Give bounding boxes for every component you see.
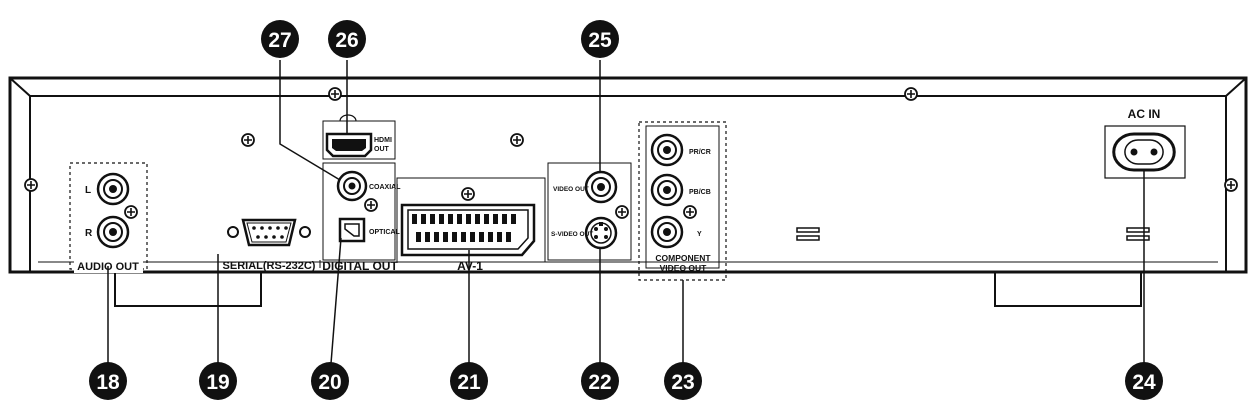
- callout-24: 24: [1125, 362, 1163, 400]
- pr-cr-label: PR/CR: [689, 149, 711, 156]
- s-video-out-label: S-VIDEO OUT: [551, 231, 593, 238]
- audio-out-group: [69, 162, 148, 270]
- hdmi-label: HDMI: [374, 137, 392, 144]
- av1-scart-connector: [400, 203, 536, 257]
- callout-21: 21: [450, 362, 488, 400]
- svg-text:25: 25: [588, 29, 612, 52]
- av1-label: AV-1: [457, 259, 483, 273]
- audio-l-label: L: [85, 185, 91, 196]
- svg-text:19: 19: [206, 371, 229, 394]
- hdmi-port: [325, 132, 373, 158]
- audio-r-jack: [96, 215, 130, 249]
- svg-text:21: 21: [457, 371, 481, 394]
- video-out-label: VIDEO OUT: [553, 186, 589, 193]
- optical-jack: [338, 217, 366, 243]
- coaxial-jack: [336, 170, 368, 202]
- ac-in-label: AC IN: [1128, 107, 1161, 121]
- svg-text:20: 20: [318, 371, 341, 394]
- component-y-jack: [650, 215, 684, 249]
- svg-text:27: 27: [268, 29, 291, 52]
- component-video-out-label: VIDEO OUT: [660, 263, 708, 273]
- optical-label: OPTICAL: [369, 229, 400, 236]
- coaxial-label: COAXIAL: [369, 184, 401, 191]
- chassis-outline: [8, 76, 1248, 274]
- y-label: Y: [697, 231, 702, 238]
- right-foot: [994, 269, 1142, 307]
- pb-cb-label: PB/CB: [689, 189, 711, 196]
- component-pr-jack: [650, 133, 684, 167]
- serial-port: [227, 218, 311, 247]
- svg-text:18: 18: [96, 371, 120, 394]
- left-foot: [114, 269, 262, 307]
- callout-25: 25: [581, 20, 619, 58]
- svg-text:24: 24: [1132, 371, 1156, 394]
- hdmi-out-label: OUT: [374, 146, 390, 153]
- audio-l-jack: [96, 172, 130, 206]
- video-out-jack: [584, 170, 618, 204]
- callout-23: 23: [664, 362, 702, 400]
- audio-r-label: R: [85, 228, 93, 239]
- component-label: COMPONENT: [655, 253, 711, 263]
- callout-26: 26: [328, 20, 366, 58]
- digital-out-label: DIGITAL OUT: [322, 259, 398, 273]
- callout-20: 20: [311, 362, 349, 400]
- svg-text:26: 26: [335, 29, 358, 52]
- ac-inlet: [1112, 132, 1176, 172]
- svg-text:22: 22: [588, 371, 611, 394]
- s-video-jack: [584, 216, 618, 250]
- svg-text:23: 23: [671, 371, 694, 394]
- callout-27: 27: [261, 20, 299, 58]
- serial-label: SERIAL(RS-232C): [223, 260, 316, 272]
- callout-18: 18: [89, 362, 127, 400]
- callout-22: 22: [581, 362, 619, 400]
- component-pb-jack: [650, 173, 684, 207]
- callout-19: 19: [199, 362, 237, 400]
